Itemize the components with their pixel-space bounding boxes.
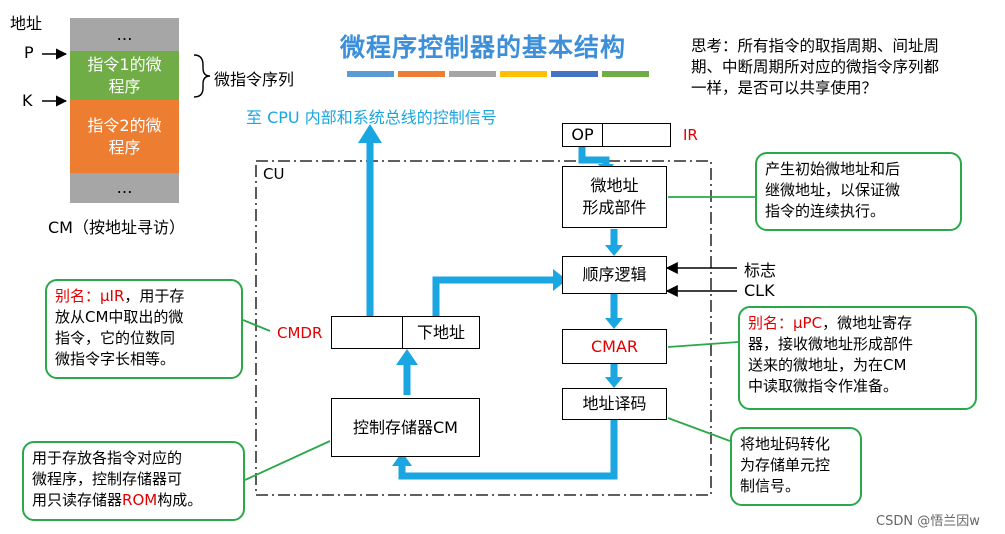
micro-address-generator: 微地址 形成部件	[562, 166, 667, 228]
question-line: 思考：所有指令的取指周期、间址周	[691, 37, 940, 55]
callout-rom: ROM	[122, 491, 158, 509]
ir-label: IR	[683, 126, 698, 144]
callout-line-rest: ，用于存	[124, 287, 185, 305]
cm-segment-2: 指令2的微 程序	[70, 100, 179, 173]
cm-segment-2-line: 指令2的微	[87, 115, 162, 135]
ir-address-field	[602, 123, 671, 147]
callout-line: 用只读存储器ROM构成。	[32, 490, 235, 511]
cm-brace	[193, 54, 211, 98]
sequence-logic: 顺序逻辑	[562, 256, 667, 294]
cm-seq-label: 微指令序列	[214, 70, 295, 89]
cm-pointer-arrows	[42, 48, 68, 107]
callout-alias: μPC	[793, 314, 823, 332]
callout-line: 别名：μIR，用于存	[55, 286, 233, 307]
callout-line: 送来的微地址，为在CM	[748, 356, 907, 374]
callout-line: 微指令字长相等。	[55, 350, 176, 368]
cm-bottom-dots: …	[70, 173, 179, 203]
cm-top-dots: …	[70, 18, 179, 51]
cmdr-label: CMDR	[277, 324, 323, 342]
callout-cmar: 别名：μPC，微地址寄存 器，接收微地址形成部件 送来的微地址，为在CM 中读取…	[738, 306, 977, 410]
callout-line: 器，接收微地址形成部件	[748, 335, 914, 353]
callout-line: 中读取微指令作准备。	[748, 377, 899, 395]
blue-arrowheads	[358, 124, 623, 466]
callout-line: 继微地址，以保证微	[765, 181, 901, 199]
cu-frame	[255, 160, 712, 496]
ir-op-field: OP	[562, 123, 603, 147]
address-decoder: 地址译码	[562, 388, 667, 420]
callout-pointers	[242, 196, 755, 481]
callout-line-prefix: 用只读存储器	[32, 491, 123, 509]
page-title: 微程序控制器的基本结构	[340, 33, 627, 62]
cm-segment-1: 指令1的微 程序	[70, 51, 179, 100]
input-arrows	[665, 262, 737, 297]
callout-line: 制信号。	[740, 477, 801, 495]
callout-address-decoder: 将地址码转化 为存储单元控 制信号。	[730, 427, 862, 506]
cm-address-label: 地址	[10, 14, 43, 33]
callout-line: 指令的连续执行。	[765, 202, 886, 220]
callout-line-suffix: 构成。	[157, 491, 203, 509]
cm-segment-2-line: 程序	[108, 137, 141, 157]
callout-line: 放从CM中取出的微	[55, 308, 184, 326]
cu-label: CU	[263, 165, 285, 183]
cm-p-label: P	[24, 43, 34, 62]
blue-data-paths	[366, 141, 618, 480]
callout-line-rest: ，微地址寄存	[822, 314, 913, 332]
callout-alias-prefix: 别名：	[55, 287, 101, 305]
callout-cmdr: 别名：μIR，用于存 放从CM中取出的微 指令，它的位数同 微指令字长相等。	[45, 279, 243, 379]
callout-alias: μIR	[100, 287, 125, 305]
cmdr-control-field	[331, 316, 403, 349]
question-line: 期、中断周期所对应的微指令序列都	[691, 58, 940, 76]
micro-address-generator-line: 形成部件	[582, 198, 647, 217]
cmar-register: CMAR	[562, 329, 667, 364]
callout-address-generator: 产生初始微地址和后 继微地址，以保证微 指令的连续执行。	[755, 152, 962, 231]
cm-caption: CM（按地址寻访）	[48, 218, 185, 237]
callout-line: 产生初始微地址和后	[765, 160, 901, 178]
cm-k-label: K	[22, 91, 33, 110]
callout-line: 为存储单元控	[740, 456, 831, 474]
callout-line: 将地址码转化	[740, 435, 831, 453]
callout-line: 用于存放各指令对应的	[32, 449, 183, 467]
cm-segment-1-line: 程序	[108, 76, 141, 96]
cmdr-next-address-field: 下地址	[402, 316, 480, 349]
title-color-bar	[347, 71, 649, 77]
cm-segment-1-line: 指令1的微	[87, 54, 162, 74]
clk-input-label: CLK	[744, 281, 775, 300]
callout-line: 别名：μPC，微地址寄存	[748, 313, 967, 334]
footer-credit: CSDN @悟兰因w	[876, 514, 980, 529]
control-signal-label: 至 CPU 内部和系统总线的控制信号	[246, 108, 497, 127]
callout-line: 微程序，控制存储器可	[32, 470, 183, 488]
question-text: 思考：所有指令的取指周期、间址周 期、中断周期所对应的微指令序列都 一样，是否可…	[691, 36, 1003, 99]
question-line: 一样，是否可以共享使用？	[691, 79, 878, 97]
callout-line: 指令，它的位数同	[55, 329, 176, 347]
callout-control-store: 用于存放各指令对应的 微程序，控制存储器可 用只读存储器ROM构成。	[22, 441, 245, 521]
control-store: 控制存储器CM	[331, 398, 480, 457]
micro-address-generator-line: 微地址	[590, 176, 639, 195]
flag-input-label: 标志	[744, 261, 777, 280]
callout-alias-prefix: 别名：	[748, 314, 794, 332]
